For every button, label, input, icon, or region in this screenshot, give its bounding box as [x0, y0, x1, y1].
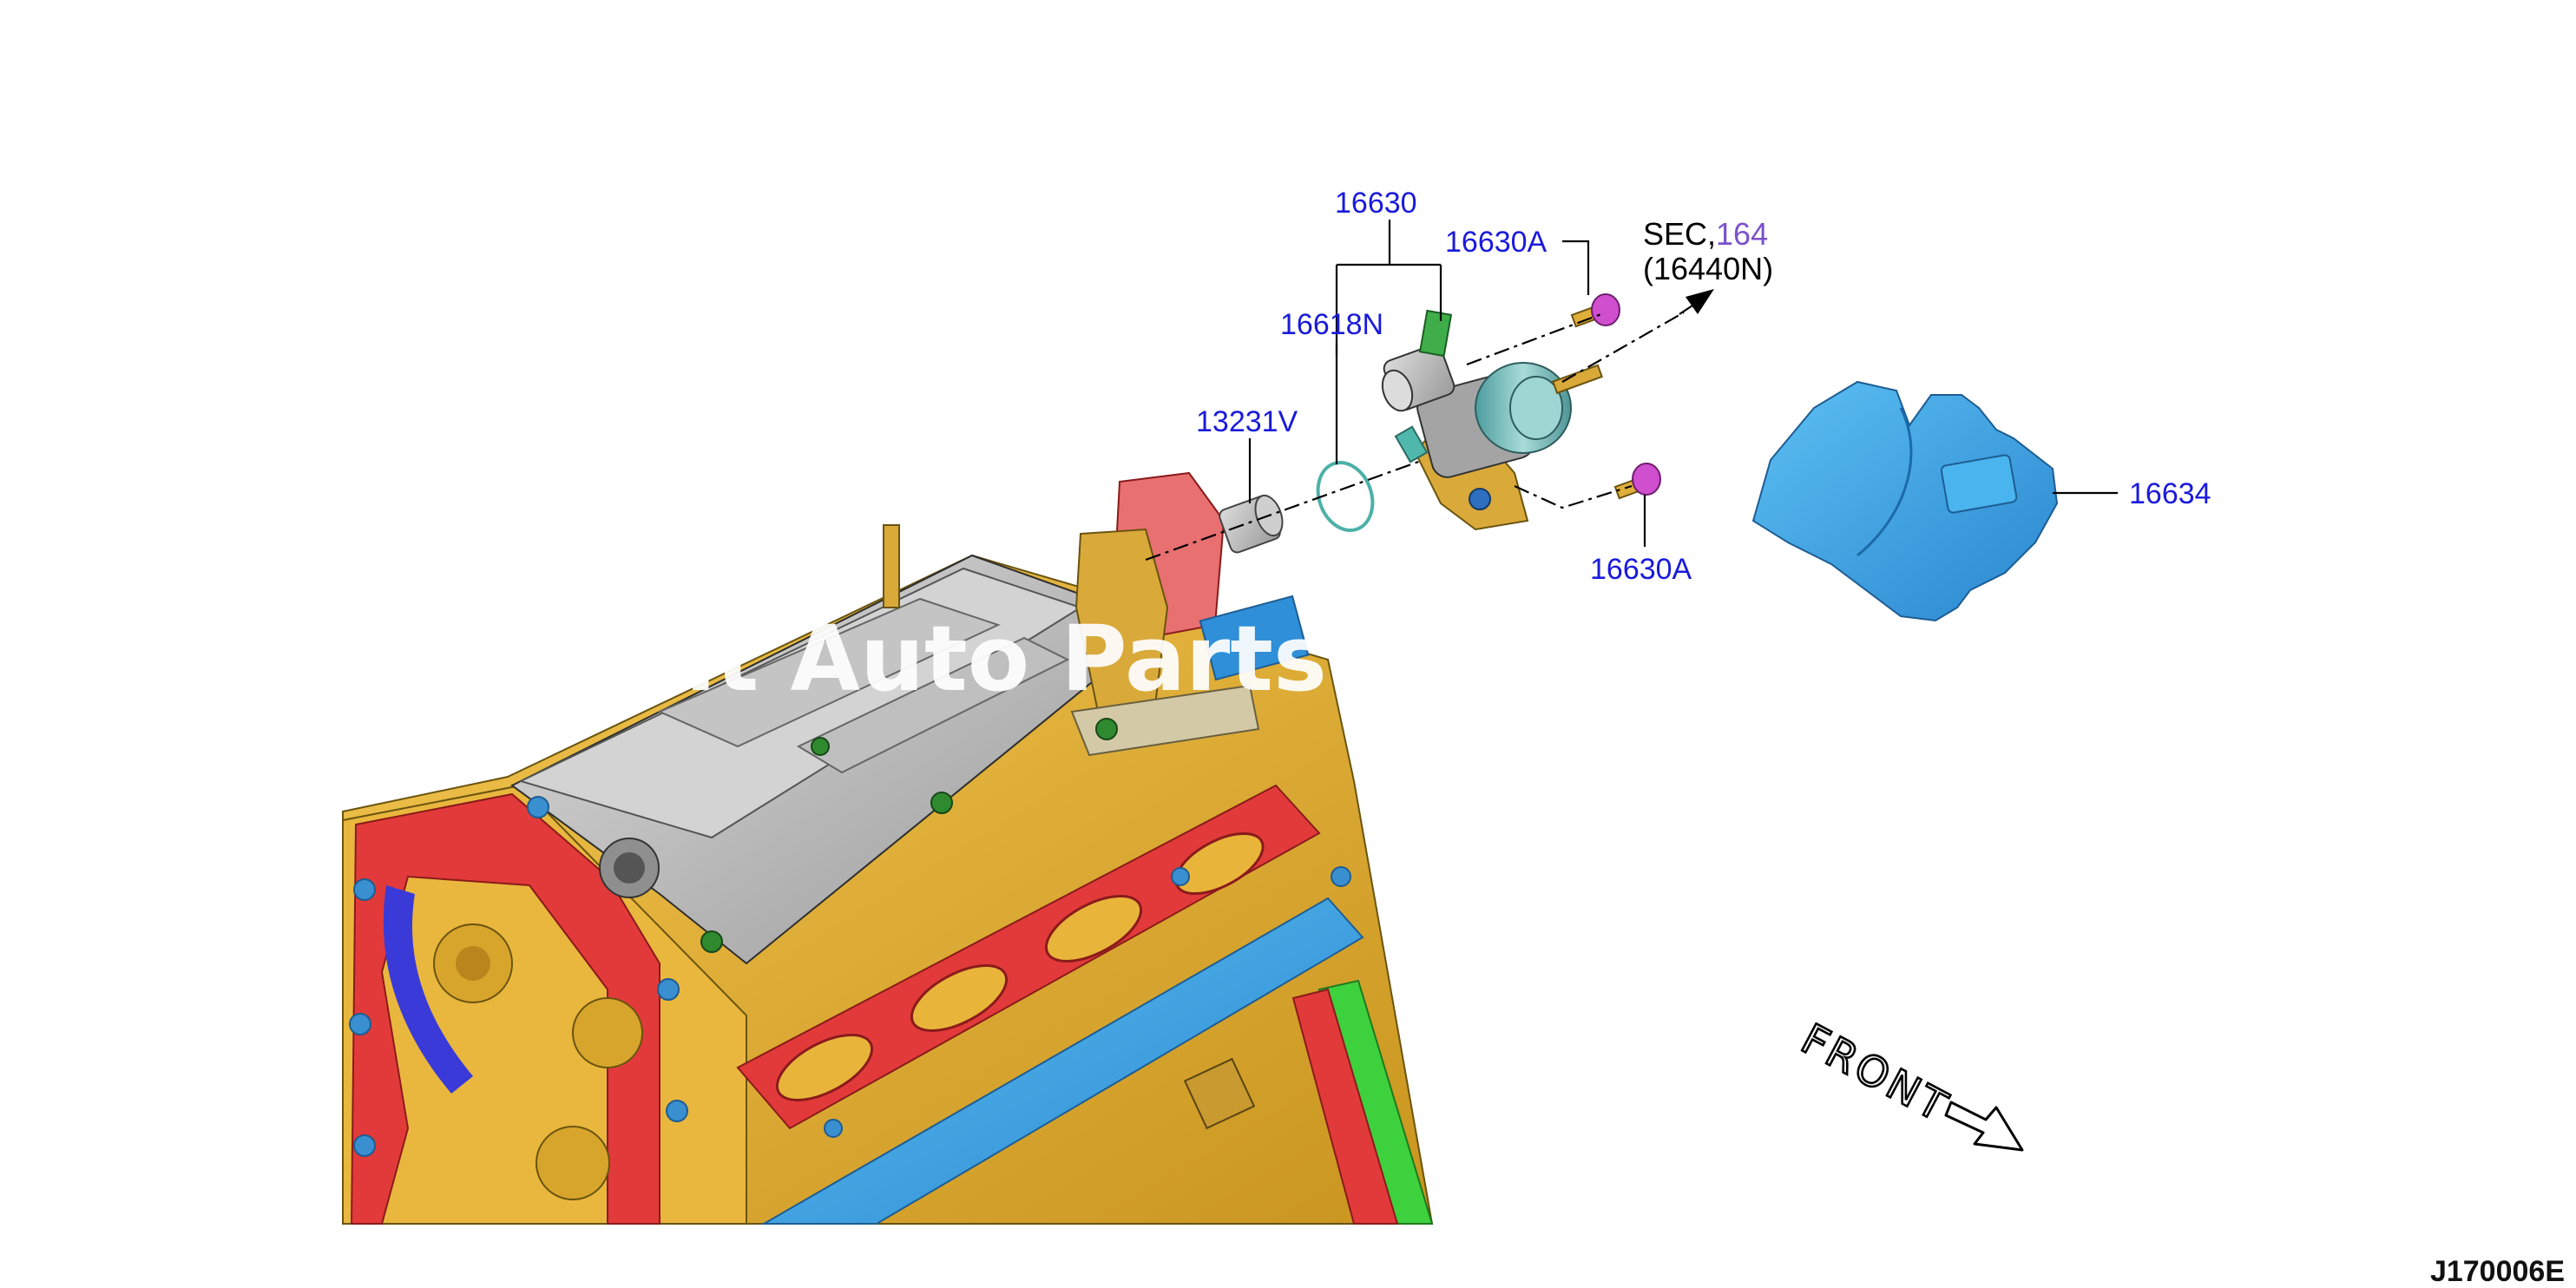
pump-insulator — [1751, 380, 2059, 622]
svg-text:SEC,164: SEC,164 — [1643, 216, 1768, 252]
insulator-fold — [1856, 407, 1913, 557]
pump-tappet — [1219, 494, 1284, 554]
head-stud — [883, 524, 900, 608]
front-arrow-icon — [1944, 1101, 2024, 1152]
fuel-rail — [760, 897, 1364, 1225]
blue-connector — [1199, 595, 1310, 681]
cover-ridge — [796, 636, 1070, 774]
insulator-tab — [1940, 454, 2018, 514]
section-prefix: SEC, — [1643, 216, 1716, 252]
centerlines — [1145, 312, 1685, 562]
label-pump-assembly: 16630 — [1335, 187, 1417, 220]
label-insulator: 16634 — [2129, 477, 2211, 510]
pump-bolt-lower — [1613, 463, 1661, 500]
pump-outlet — [1551, 364, 1603, 395]
pump-damper-face — [1509, 376, 1563, 440]
timing-chain-guide — [383, 885, 473, 1094]
label-bolt-upper: 16630A — [1445, 226, 1548, 259]
section-arrow-icon — [1679, 289, 1714, 315]
red-side-plate — [1291, 988, 1399, 1225]
engine-bolts — [349, 796, 1351, 1157]
pump-connector — [1418, 309, 1453, 358]
label-o-ring: 16618N — [1280, 308, 1383, 341]
section-number-link[interactable]: 164 — [1716, 216, 1768, 252]
camshaft-bracket — [1070, 684, 1260, 757]
pump-flange-hole — [1469, 488, 1491, 510]
label-tappet: 13231V — [1196, 405, 1298, 438]
oil-filler-hole — [614, 852, 645, 884]
figure-id: J170006E — [2430, 1255, 2565, 1288]
high-pressure-fuel-pump — [1381, 309, 1603, 531]
fuel-rail-sensor — [1183, 1057, 1256, 1130]
leader-lines — [1248, 220, 2118, 547]
intake-ports — [775, 831, 1265, 1101]
front-indicator: FRONT — [1792, 1014, 2024, 1152]
engine-bolts-green — [700, 718, 1118, 953]
pump-bolt-upper — [1570, 293, 1620, 328]
front-boss-inner — [456, 946, 490, 981]
section-reference: SEC,164 (16440N) — [1643, 216, 1773, 286]
cover-ridge — [657, 597, 1001, 748]
pump-solenoid-end — [1381, 369, 1414, 412]
pump-inlet — [1394, 425, 1429, 463]
front-boss — [572, 997, 643, 1068]
engine-assembly — [342, 471, 1434, 1225]
pump-o-ring — [1316, 461, 1375, 532]
watermark: Parint Auto Parts — [451, 606, 1327, 712]
front-label: FRONT — [1793, 1015, 1957, 1133]
front-boss — [536, 1126, 610, 1200]
label-bolt-lower: 16630A — [1590, 553, 1692, 586]
section-sub: (16440N) — [1643, 251, 1773, 286]
